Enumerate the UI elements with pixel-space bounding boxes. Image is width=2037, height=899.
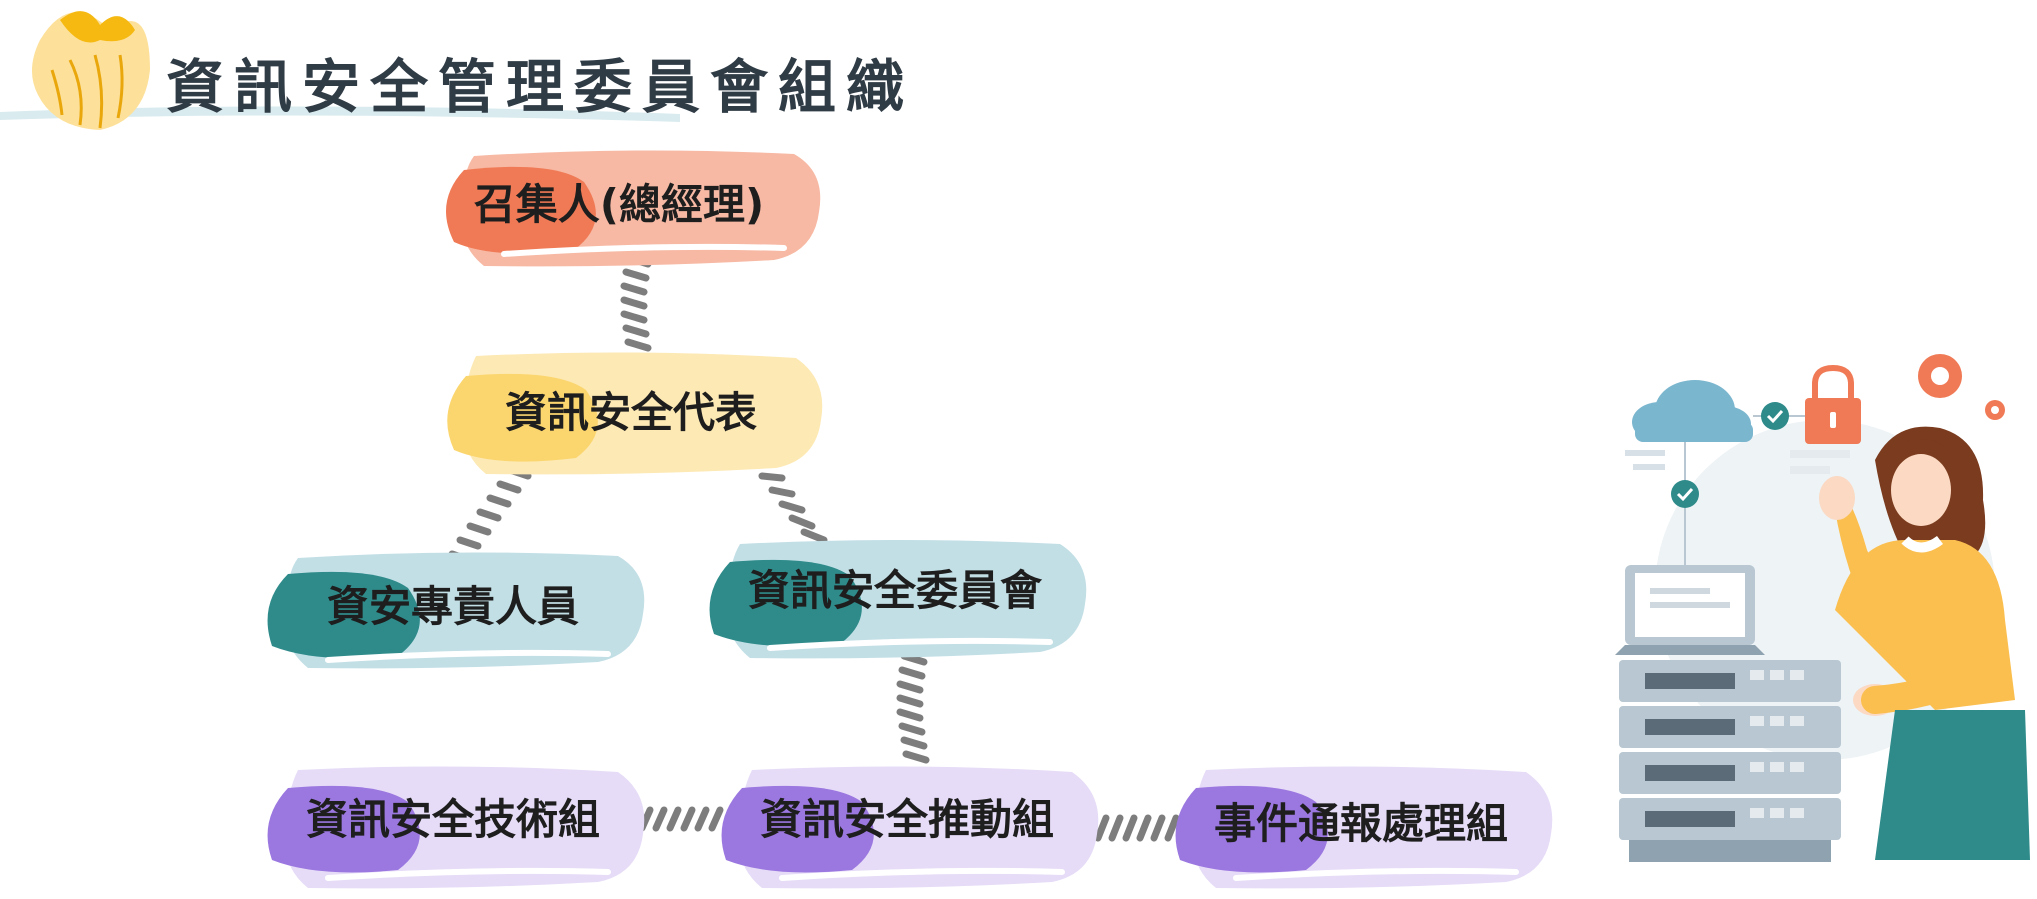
person-figure: [1819, 426, 2030, 860]
check-icon: [1761, 402, 1789, 430]
server-icon: [1619, 660, 1841, 862]
node-incident-group: 事件通報處理組: [1166, 764, 1556, 889]
node-label: 資訊安全推動組: [759, 794, 1054, 844]
connector-convener-representative: [620, 254, 654, 366]
node-label: 召集人(總經理): [473, 179, 765, 229]
cloud-icon: [1632, 380, 1753, 442]
node-convener: 召集人(總經理): [434, 142, 824, 267]
check-icon: [1671, 480, 1699, 508]
node-label: 資訊安全委員會: [747, 565, 1042, 615]
connector-committee-promo: [896, 652, 930, 764]
node-promo-group: 資訊安全推動組: [712, 764, 1102, 889]
page-title: 資訊安全管理委員會組織: [166, 53, 915, 121]
node-tech-group: 資訊安全技術組: [258, 764, 648, 889]
node-label: 資安專責人員: [326, 581, 579, 631]
security-illustration: [1605, 340, 2037, 880]
title-banner: 資訊安全管理委員會組織: [0, 0, 960, 140]
node-committee: 資訊安全委員會: [700, 534, 1090, 659]
lock-icon: [1805, 364, 1861, 444]
title-decoration: [0, 11, 680, 131]
node-label: 資訊安全代表: [504, 387, 757, 437]
leaf-logo-icon: [31, 11, 150, 131]
node-label: 資訊安全技術組: [305, 794, 600, 844]
laptop-icon: [1615, 565, 1765, 655]
node-representative: 資訊安全代表: [436, 350, 826, 475]
node-label: 事件通報處理組: [1213, 798, 1508, 848]
node-officer: 資安專責人員: [258, 544, 648, 669]
gear-icon: [1918, 354, 2005, 420]
